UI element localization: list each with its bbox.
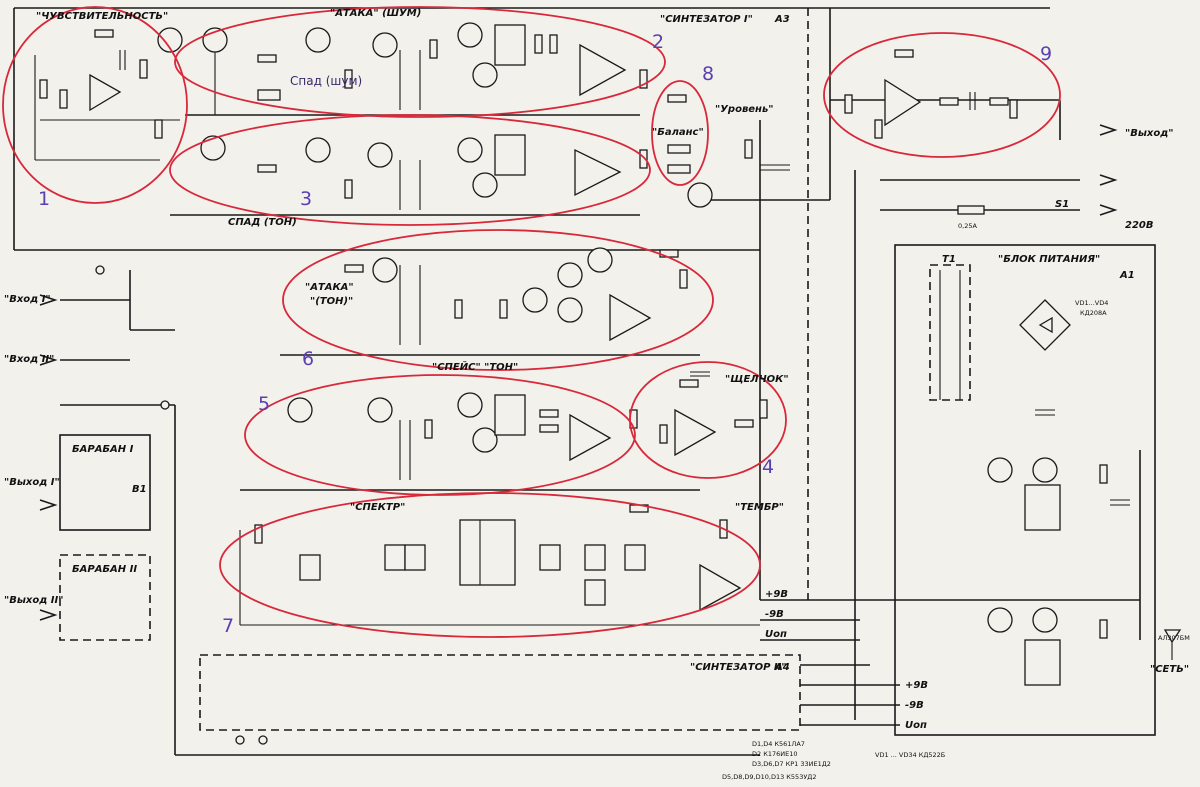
parts-note-line5: VD1 ... VD34 КД522Б — [875, 751, 945, 759]
block-number-9: 9 — [1040, 43, 1052, 65]
label-vd-bridge: VD1...VD4 — [1075, 299, 1108, 307]
block-number-8: 8 — [702, 63, 714, 85]
ellipse-block4 — [629, 361, 787, 479]
block6-components — [344, 247, 688, 345]
label-a3: A3 — [774, 14, 790, 25]
label-a4: A4 — [774, 662, 790, 673]
label-t1: T1 — [942, 254, 956, 265]
bus-lines — [14, 99, 1141, 756]
parts-note-line2: D2 К176ИЕ10 — [752, 750, 797, 758]
block-number-1: 1 — [38, 188, 50, 210]
label-balance: "Баланс" — [652, 127, 704, 138]
block2-components — [214, 22, 648, 115]
label-level: "Уровень" — [715, 104, 774, 115]
label-a1: A1 — [1119, 270, 1135, 281]
block-number-3: 3 — [300, 188, 312, 210]
label-supply-m9-a: -9В — [765, 609, 784, 620]
label-supply-p9-b: +9В — [905, 680, 928, 691]
block-numbers: 1 2 3 4 5 6 7 8 9 — [38, 31, 1052, 637]
label-mains: "СЕТЬ" — [1150, 664, 1189, 675]
drum-boxes — [59, 434, 151, 641]
ellipse-block8 — [651, 80, 709, 186]
ellipse-block1 — [2, 6, 188, 204]
block-number-4: 4 — [762, 456, 774, 478]
ellipse-block6 — [282, 229, 714, 371]
connectors — [39, 124, 1118, 745]
label-synth2: "СИНТЕЗАТОР II" — [690, 662, 787, 673]
ellipse-block7 — [219, 492, 761, 638]
block-number-7: 7 — [222, 615, 234, 637]
block-labels: "ЧУВСТВИТЕЛЬНОСТЬ" "АТАКА" (ШУМ) "СИНТЕЗ… — [4, 8, 1190, 731]
label-diode-bridge: КД208А — [1080, 309, 1107, 317]
label-spectrum: "СПЕКТР" — [350, 502, 405, 513]
block-number-2: 2 — [652, 31, 664, 53]
ellipse-block3 — [169, 114, 651, 226]
parts-note-line4: D5,D8,D9,D10,D13 К553УД2 — [722, 773, 817, 781]
label-attack-noise: "АТАКА" (ШУМ) — [330, 8, 421, 19]
label-s1: S1 — [1055, 199, 1069, 210]
label-supply-m9-b: -9В — [905, 700, 924, 711]
label-sensitivity: "ЧУВСТВИТЕЛЬНОСТЬ" — [36, 11, 168, 22]
ellipse-block2 — [174, 6, 666, 118]
label-decay-noise: Спад (шум) — [290, 74, 362, 88]
block8-components — [667, 94, 790, 208]
label-click: "ЩЕЛЧОК" — [725, 374, 789, 385]
ellipse-block9 — [823, 32, 1061, 158]
label-decay-tone: СПАД (ТОН) — [228, 217, 297, 228]
highlight-ellipses — [2, 6, 1061, 638]
label-in1: "Вход I" — [4, 294, 51, 305]
label-out2: "Выход II" — [4, 595, 63, 606]
label-spaces-tone: "СПЕЙС" "ТОН" — [432, 360, 518, 373]
label-b1: B1 — [132, 484, 147, 495]
block1-components — [34, 27, 228, 161]
label-output: "Выход" — [1125, 128, 1173, 139]
power-frame — [894, 244, 1156, 736]
block-number-6: 6 — [302, 348, 314, 370]
block7-components — [239, 504, 760, 626]
label-attack-tone-2: "(ТОН)" — [310, 296, 353, 307]
label-led: АЛ307БМ — [1158, 634, 1190, 642]
label-fuse: 0,25А — [958, 222, 977, 230]
parts-note-line1: D1,D4 К561ЛА7 — [752, 740, 805, 748]
label-attack-tone-1: "АТАКА" — [305, 282, 354, 293]
label-power: "БЛОК ПИТАНИЯ" — [998, 254, 1100, 265]
block4-components — [659, 371, 768, 457]
block3-components — [200, 134, 648, 210]
block5-components — [287, 392, 638, 480]
label-drum2: БАРАБАН II — [72, 564, 137, 575]
label-supply-p9-a: +9В — [765, 589, 788, 600]
label-mains-v: 220В — [1125, 220, 1154, 231]
label-timbre: "ТЕМБР" — [735, 502, 784, 513]
block-number-5: 5 — [258, 393, 270, 415]
parts-note: D1,D4 К561ЛА7 D2 К176ИЕ10 D3,D6,D7 КР1 3… — [722, 740, 945, 781]
label-in2: "Вход II" — [4, 354, 54, 365]
label-drum1: БАРАБАН I — [72, 444, 134, 455]
label-uon-b: Uоп — [905, 720, 927, 731]
label-uon-a: Uоп — [765, 629, 787, 640]
parts-note-line3: D3,D6,D7 КР1 33ИЕ1Д2 — [752, 760, 831, 768]
block9-components — [844, 49, 1018, 139]
label-out1: "Выход I" — [4, 477, 60, 488]
synth1-frame — [13, 7, 1050, 600]
label-synth1: "СИНТЕЗАТОР I" — [660, 14, 753, 25]
power-components — [939, 205, 1182, 686]
synth2-frame — [199, 654, 801, 731]
